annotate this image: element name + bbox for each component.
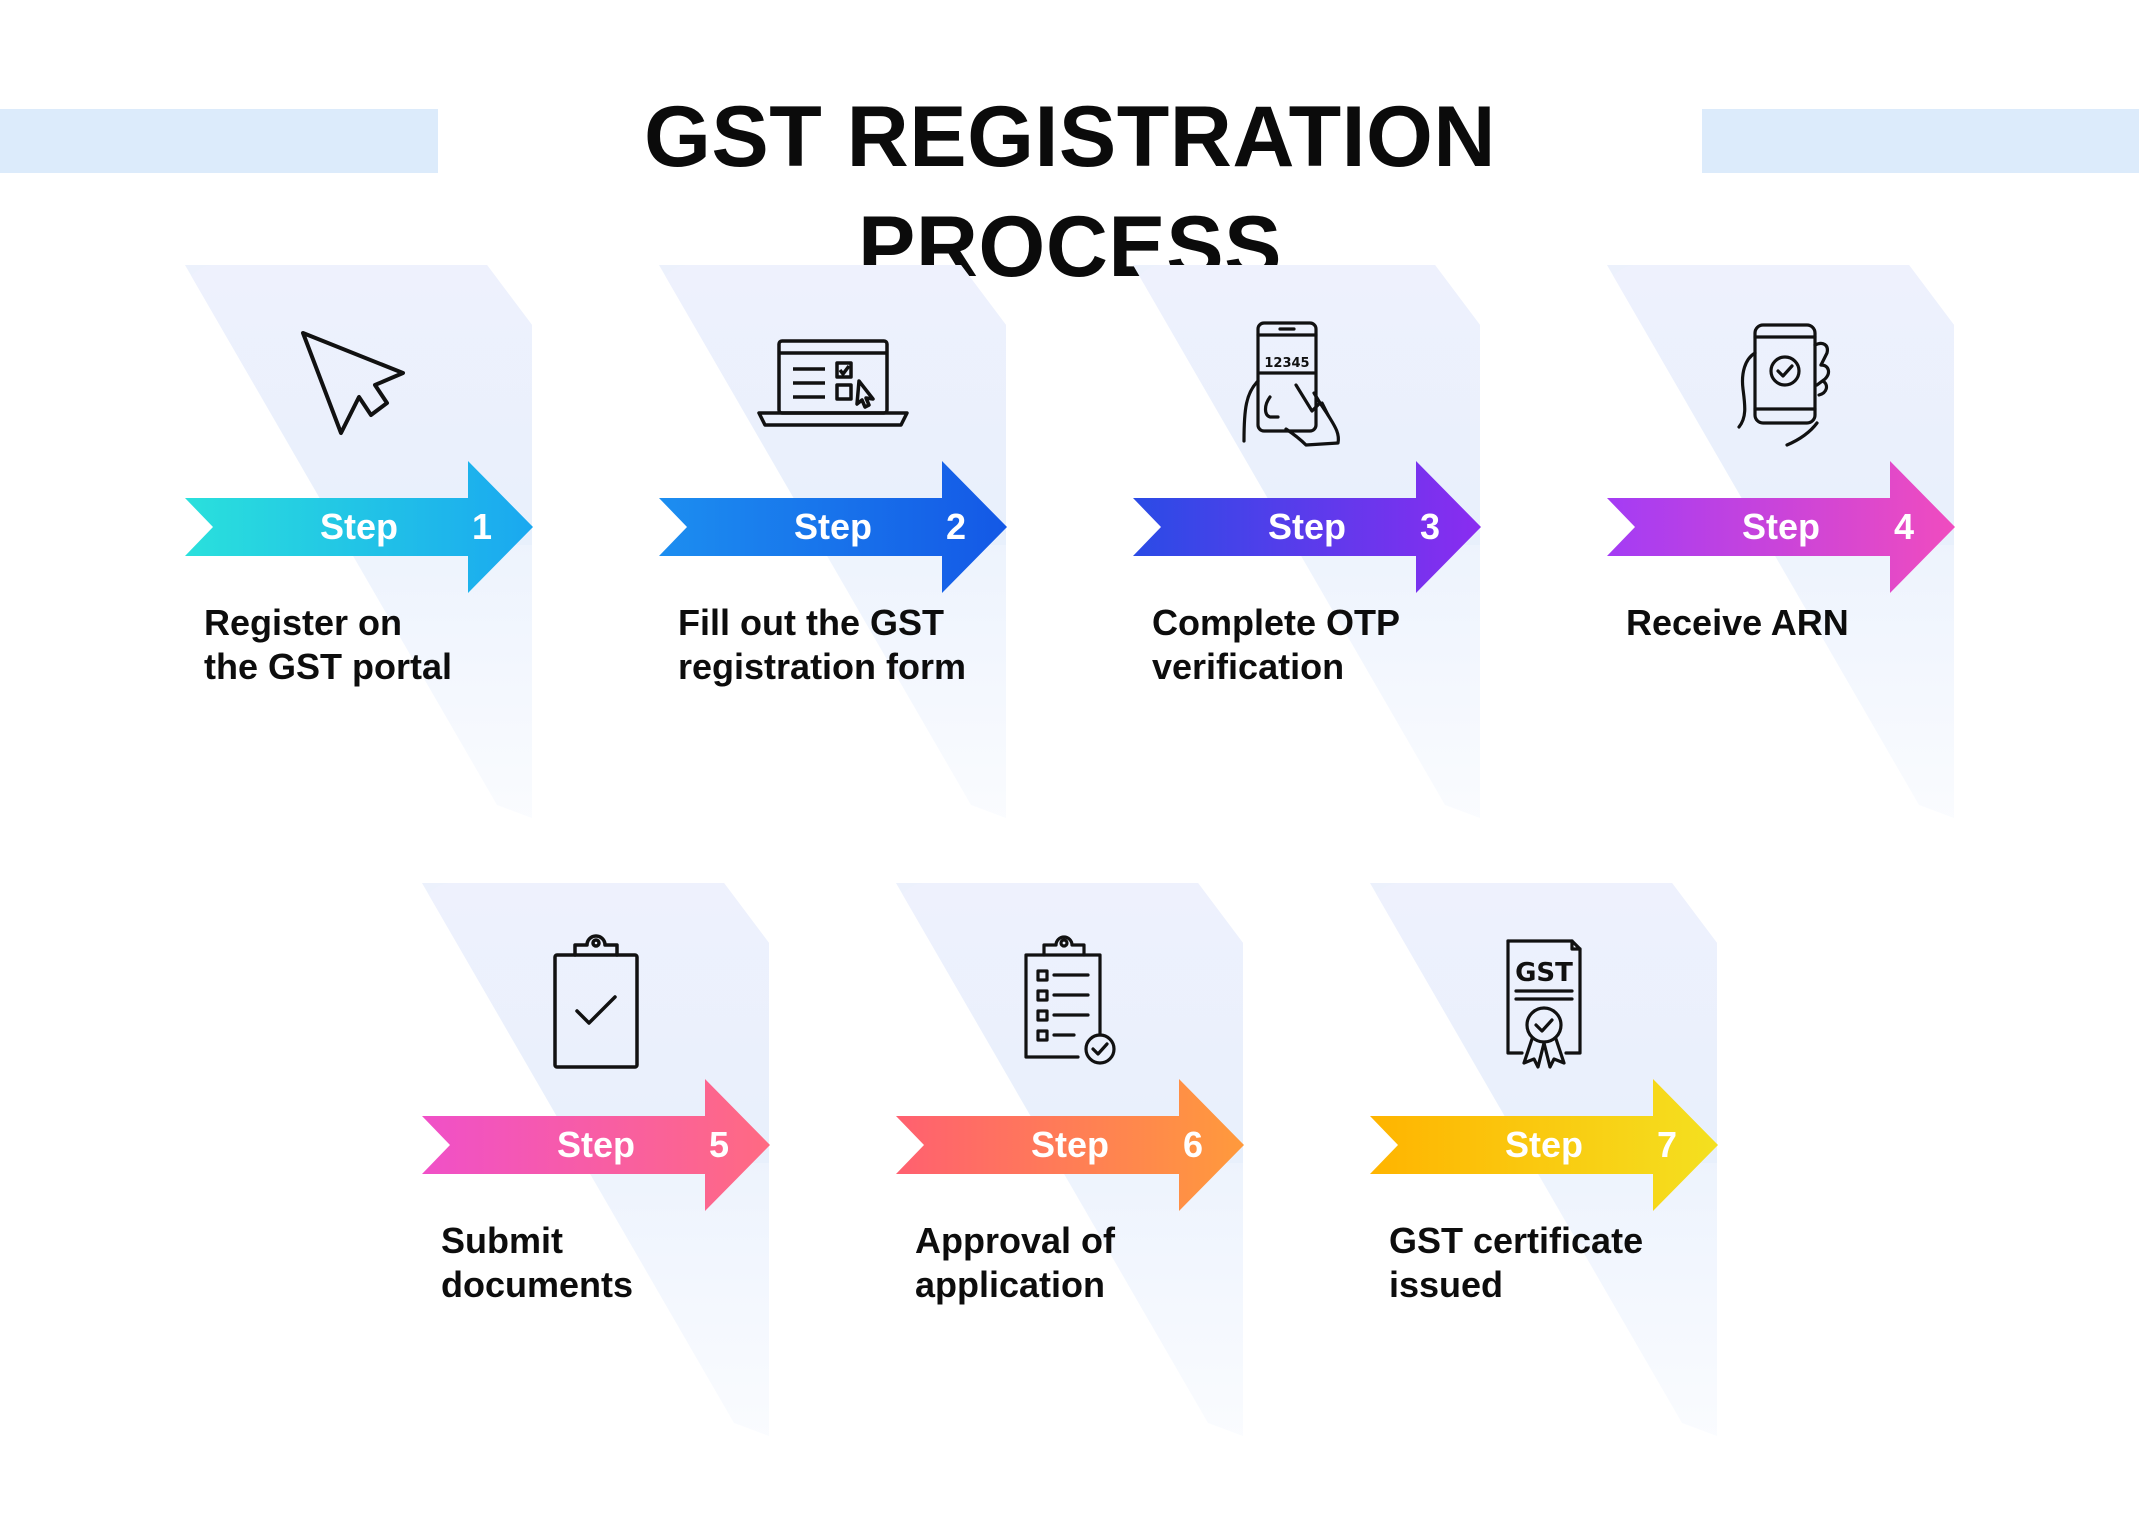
step-arrow: Step 1 (185, 461, 533, 593)
step-number: 6 (1183, 1124, 1204, 1165)
step-number: 7 (1657, 1124, 1678, 1165)
svg-text:12345: 12345 (1264, 356, 1309, 371)
step-label: Step (557, 1124, 636, 1165)
step-label: Step (794, 506, 873, 547)
phone-check-icon (1705, 305, 1865, 465)
svg-text:GST: GST (1515, 958, 1573, 988)
laptop-form-icon (753, 305, 913, 465)
step-number: 4 (1894, 506, 1915, 547)
clipboard-check-icon (515, 925, 675, 1085)
step-number: 3 (1420, 506, 1441, 547)
gst-certificate-icon: GST (1464, 925, 1624, 1085)
phone-otp-icon: 12345 (1230, 305, 1390, 465)
step-label: Step (1268, 506, 1347, 547)
step-arrow: Step 5 (422, 1079, 770, 1211)
page-title: GST REGISTRATION PROCESS (643, 89, 1497, 295)
clipboard-list-icon (990, 925, 1150, 1085)
step-label: Step (1031, 1124, 1110, 1165)
step-label: Step (1742, 506, 1821, 547)
step-number: 1 (472, 506, 493, 547)
step-label: Step (1505, 1124, 1584, 1165)
step-number: 2 (946, 506, 967, 547)
step-arrow: Step 7 (1370, 1079, 1718, 1211)
step-number: 5 (709, 1124, 730, 1165)
cursor-arrow-icon (275, 305, 435, 465)
step-arrow: Step 4 (1607, 461, 1955, 593)
step-label: Step (320, 506, 399, 547)
title-band-left (0, 109, 438, 173)
step-arrow: Step 6 (896, 1079, 1244, 1211)
step-arrow: Step 2 (659, 461, 1007, 593)
step-arrow: Step 3 (1133, 461, 1481, 593)
step-description: Receive ARN (1626, 602, 1849, 643)
title-band-right (1702, 109, 2139, 173)
